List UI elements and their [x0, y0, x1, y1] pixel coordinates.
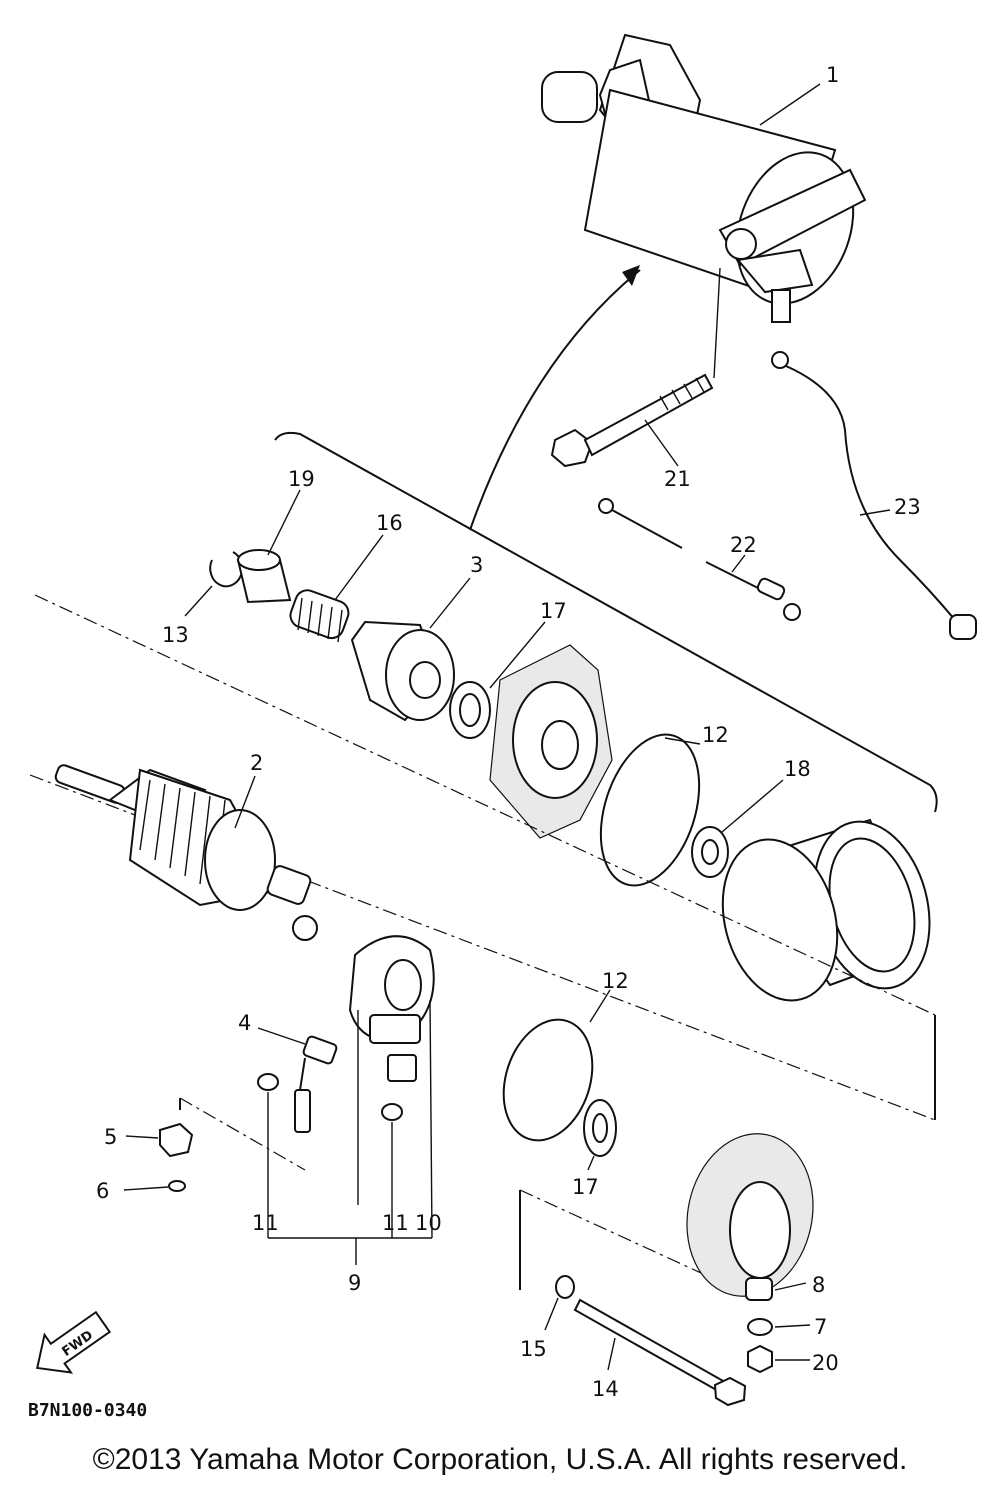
callout-2: 2 — [250, 751, 263, 775]
bolt-leader — [713, 267, 721, 379]
drawing-code: B7N100-0340 — [28, 1400, 147, 1421]
callout-7: 7 — [814, 1315, 827, 1339]
washer-upper[interactable] — [449, 681, 491, 739]
callout-13: 13 — [162, 623, 189, 647]
copyright-notice: ©2013 Yamaha Motor Corporation, U.S.A. A… — [92, 1443, 908, 1476]
callout-9: 9 — [348, 1271, 361, 1295]
callout-16: 16 — [376, 511, 403, 535]
assembly-arrowhead — [622, 265, 640, 286]
small-o-ring[interactable] — [555, 1275, 575, 1299]
callout-23: 23 — [894, 495, 921, 519]
leader-lines — [123, 83, 891, 1371]
callout-10: 10 — [415, 1211, 442, 1235]
callout-6: 6 — [96, 1179, 109, 1203]
callout-19: 19 — [288, 467, 315, 491]
brush[interactable] — [294, 1035, 338, 1133]
callout-21: 21 — [664, 467, 691, 491]
washer-lower[interactable] — [583, 1099, 617, 1157]
callout-11-left: 11 — [252, 1211, 279, 1235]
washer-terminal[interactable] — [747, 1318, 773, 1336]
yoke[interactable] — [706, 809, 947, 1014]
callout-22: 22 — [730, 533, 757, 557]
long-bolt[interactable] — [550, 373, 714, 468]
brush-holder-plate[interactable] — [348, 935, 435, 1082]
callout-4: 4 — [238, 1011, 251, 1035]
fwd-arrow: FWD — [36, 1310, 112, 1374]
o-ring-upper[interactable] — [583, 722, 717, 898]
centerline-upper — [34, 594, 936, 1016]
spring[interactable] — [287, 587, 352, 643]
terminal-cap[interactable] — [159, 1122, 194, 1158]
collar[interactable] — [236, 549, 292, 604]
callout-12-lower: 12 — [602, 969, 629, 993]
through-bolt[interactable] — [573, 1298, 747, 1407]
callout-8: 8 — [812, 1273, 825, 1297]
assembly-arrow — [469, 269, 641, 531]
callout-17-lower: 17 — [572, 1175, 599, 1199]
front-bracket[interactable] — [489, 644, 613, 839]
insulator[interactable] — [745, 1277, 773, 1301]
callout-1: 1 — [826, 63, 839, 87]
starting-motor-assembly[interactable] — [541, 33, 873, 323]
circlip[interactable] — [209, 551, 244, 588]
callout-18: 18 — [784, 757, 811, 781]
callout-12-upper: 12 — [702, 723, 729, 747]
o-ring-lower[interactable] — [489, 1008, 607, 1152]
clutch-gear[interactable] — [350, 620, 455, 722]
callout-11-right: 11 — [382, 1211, 409, 1235]
lead-wire[interactable] — [771, 351, 977, 640]
terminal-nut[interactable] — [747, 1344, 773, 1374]
small-washer[interactable] — [168, 1180, 186, 1192]
callout-3: 3 — [470, 553, 483, 577]
shim-washer[interactable] — [691, 826, 729, 878]
callout-15: 15 — [520, 1337, 547, 1361]
nut-left[interactable] — [257, 1073, 279, 1091]
callout-17-upper: 17 — [540, 599, 567, 623]
callout-20: 20 — [812, 1351, 839, 1375]
starter-motor-exploded-diagram: 1 2 3 4 5 6 7 8 9 10 11 11 12 12 13 14 1… — [28, 33, 977, 1421]
assembly-bracket — [274, 431, 938, 813]
strap-wire[interactable] — [598, 498, 801, 621]
callouts: 1 2 3 4 5 6 7 8 9 10 11 11 12 12 13 14 1… — [96, 63, 921, 1401]
callout-14: 14 — [592, 1377, 619, 1401]
callout-5: 5 — [104, 1125, 117, 1149]
centerline-terminal — [179, 1097, 306, 1171]
rear-cover[interactable] — [672, 1122, 827, 1308]
nut-right[interactable] — [381, 1103, 403, 1121]
armature[interactable] — [54, 764, 318, 941]
